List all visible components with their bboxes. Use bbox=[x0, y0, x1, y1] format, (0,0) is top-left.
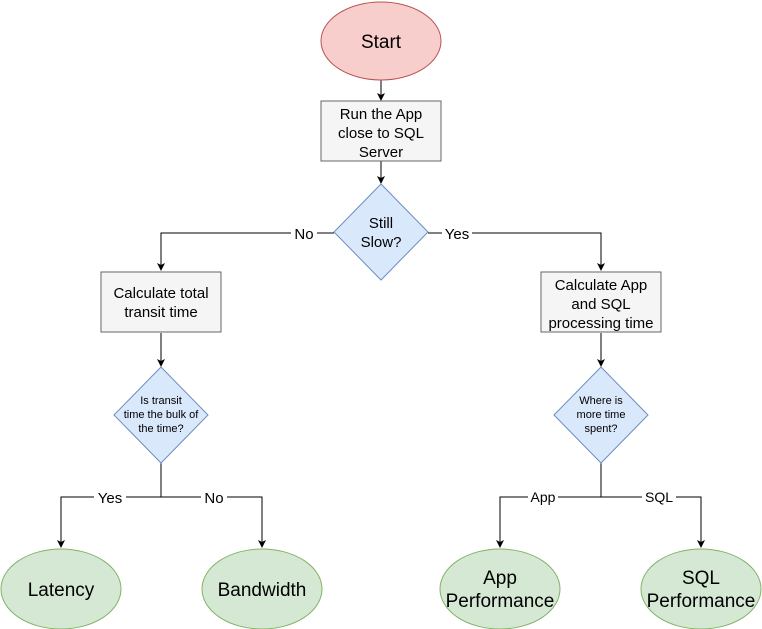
calc-processing-line-2: and SQL bbox=[571, 296, 630, 313]
app-performance-line-1: App bbox=[483, 568, 517, 589]
sql-performance-line-1: SQL bbox=[682, 568, 720, 589]
edge-label-transit-yes: Yes bbox=[94, 489, 126, 507]
where-more-time-line-1: Where is bbox=[579, 395, 623, 407]
edge-stillslow-no bbox=[157, 232, 334, 271]
transit-bulk-decision: Is transit time the bulk of the time? bbox=[113, 366, 209, 464]
run-app-line-2: close to SQL bbox=[338, 125, 424, 142]
calc-transit-line-1: Calculate total bbox=[113, 285, 208, 302]
svg-text:Yes: Yes bbox=[445, 226, 469, 243]
transit-bulk-line-3: the time? bbox=[138, 423, 183, 435]
svg-text:No: No bbox=[204, 490, 223, 507]
edge-label-transit-no: No bbox=[201, 489, 227, 507]
svg-text:SQL: SQL bbox=[645, 489, 673, 505]
latency-label: Latency bbox=[28, 580, 95, 601]
edge-where-sql bbox=[601, 496, 705, 548]
transit-bulk-line-2: time the bulk of bbox=[124, 409, 200, 421]
calc-processing-process: Calculate App and SQL processing time bbox=[540, 271, 662, 333]
calc-processing-line-3: processing time bbox=[548, 315, 653, 332]
where-more-time-line-3: spent? bbox=[584, 423, 617, 435]
edge-transit-no bbox=[161, 496, 266, 548]
transit-bulk-line-1: Is transit bbox=[140, 395, 182, 407]
bandwidth-node: Bandwidth bbox=[201, 548, 323, 629]
sql-performance-line-2: Performance bbox=[647, 591, 756, 612]
app-performance-node: App Performance bbox=[439, 548, 561, 629]
edge-label-still-slow-no: No bbox=[291, 225, 317, 243]
start-label: Start bbox=[361, 32, 402, 53]
svg-text:App: App bbox=[531, 489, 556, 505]
latency-node: Latency bbox=[0, 548, 122, 629]
still-slow-line-1: Still bbox=[369, 215, 393, 232]
edge-label-still-slow-yes: Yes bbox=[442, 225, 472, 243]
svg-text:Yes: Yes bbox=[98, 490, 122, 507]
still-slow-decision: Still Slow? bbox=[333, 183, 429, 281]
sql-performance-node: SQL Performance bbox=[640, 548, 762, 629]
run-app-process: Run the App close to SQL Server bbox=[320, 100, 442, 162]
edge-label-where-app: App bbox=[528, 489, 558, 505]
run-app-line-3: Server bbox=[359, 144, 403, 161]
calc-processing-line-1: Calculate App bbox=[555, 277, 648, 294]
edge-stillslow-yes bbox=[428, 232, 605, 271]
edge-label-where-sql: SQL bbox=[642, 489, 676, 505]
calc-transit-line-2: transit time bbox=[124, 304, 197, 321]
app-performance-line-2: Performance bbox=[446, 591, 555, 612]
where-more-time-line-2: more time bbox=[577, 409, 626, 421]
bandwidth-label: Bandwidth bbox=[218, 580, 307, 601]
run-app-line-1: Run the App bbox=[340, 106, 423, 123]
where-more-time-decision: Where is more time spent? bbox=[553, 366, 649, 464]
still-slow-line-2: Slow? bbox=[361, 234, 402, 251]
start-node: Start bbox=[320, 1, 442, 81]
calc-transit-process: Calculate total transit time bbox=[100, 271, 222, 333]
svg-text:No: No bbox=[294, 226, 313, 243]
